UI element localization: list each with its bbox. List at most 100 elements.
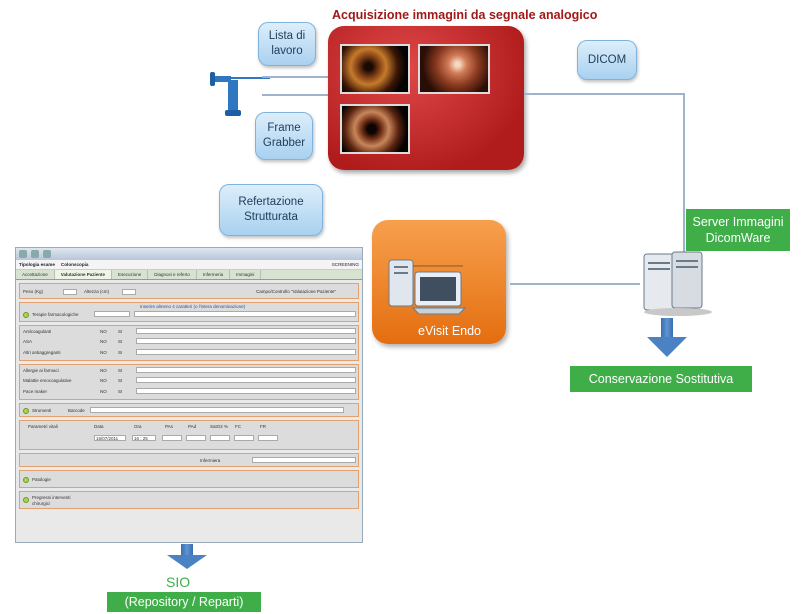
connector-server-vertical xyxy=(683,93,685,253)
time-field[interactable] xyxy=(132,435,156,441)
status-dot-icon xyxy=(23,497,29,503)
status-dot-icon xyxy=(23,477,29,483)
no-option[interactable]: NO xyxy=(100,368,107,373)
connector-endoscope-frame xyxy=(262,94,328,96)
no-option[interactable]: NO xyxy=(100,329,107,334)
date-value: 15/07/2011 xyxy=(96,436,119,441)
altri-field[interactable] xyxy=(136,349,356,355)
fr-field[interactable] xyxy=(258,435,278,441)
section-anticoagulanti: Anticoagulanti NO SI ASA NO SI Altri ant… xyxy=(19,325,359,361)
si-option[interactable]: SI xyxy=(118,368,123,373)
pregressi-label-2: chirurgici xyxy=(32,501,51,506)
ora-label: Ora xyxy=(134,424,142,429)
status-dot-icon xyxy=(23,408,29,414)
diagram-title: Acquisizione immagini da segnale analogi… xyxy=(332,8,598,22)
fc-field[interactable] xyxy=(234,435,254,441)
connector-red-server xyxy=(524,93,684,95)
pregressi-label-1: Pregressi interventi xyxy=(32,495,71,500)
no-option[interactable]: NO xyxy=(100,339,107,344)
endoscopy-image-3 xyxy=(340,104,410,154)
repository-label: (Repository / Reparti) xyxy=(107,592,261,612)
peso-field[interactable] xyxy=(63,289,77,295)
asa-field[interactable] xyxy=(136,338,356,344)
endoscopy-image-2 xyxy=(418,44,490,94)
toolbar-button-icon[interactable] xyxy=(43,250,51,258)
form-tabs: Accettazione Valutazione Paziente Esecuz… xyxy=(16,270,362,280)
pace-label: Pace maker xyxy=(23,389,48,394)
sio-label: SIO xyxy=(166,574,191,590)
tab-infermeria[interactable]: Infermeria xyxy=(197,270,231,279)
data-label: Data xyxy=(94,424,104,429)
malattie-label: Malattie emocoagulative xyxy=(23,378,72,383)
workstation-icon xyxy=(388,259,467,315)
bubble-refertazione: Refertazione Strutturata xyxy=(219,184,323,236)
param-pad-label: PAd xyxy=(188,424,197,429)
param-fc-label: FC xyxy=(235,424,241,429)
section-patologie: Patologie xyxy=(19,470,359,488)
pad-field[interactable] xyxy=(186,435,206,441)
bubble-lista-di-lavoro: Lista di lavoro xyxy=(258,22,316,66)
tipologia-label: Tipologia esame xyxy=(19,262,55,267)
barcode-field[interactable] xyxy=(90,407,344,413)
screening-label[interactable]: SCREENING xyxy=(331,262,359,267)
param-sato2-label: SatO2 % xyxy=(210,424,229,429)
server-icon xyxy=(643,251,712,316)
si-option[interactable]: SI xyxy=(118,350,123,355)
section-peso: Peso (Kg) Altezza (cm) Campo/Controllo "… xyxy=(19,283,359,299)
si-option[interactable]: SI xyxy=(118,339,123,344)
malattie-field[interactable] xyxy=(136,377,356,383)
status-dot-icon xyxy=(23,312,29,318)
infermiera-field[interactable] xyxy=(252,457,356,463)
pas-field[interactable] xyxy=(162,435,182,441)
infermiera-label: Infermiera xyxy=(200,458,221,463)
toolbar-button-icon[interactable] xyxy=(19,250,27,258)
date-field[interactable] xyxy=(94,435,126,441)
si-option[interactable]: SI xyxy=(118,329,123,334)
tab-valutazione-paziente[interactable]: Valutazione Paziente xyxy=(54,270,113,279)
terapie-code-field[interactable] xyxy=(94,311,130,317)
toolbar-button-icon[interactable] xyxy=(31,250,39,258)
connector-endoscope-lista xyxy=(262,76,328,78)
tab-diagnosi[interactable]: Diagnosi e referto xyxy=(148,270,197,279)
section-pregressi: Pregressi interventi chirurgici xyxy=(19,491,359,509)
time-value: 16 : 25 xyxy=(134,436,148,441)
anticoagulanti-label: Anticoagulanti xyxy=(23,329,52,334)
param-pas-label: PAs xyxy=(165,424,173,429)
section-allergie: Allergie ai farmaci NO SI Malattie emoco… xyxy=(19,364,359,400)
peso-label: Peso (Kg) xyxy=(23,289,44,294)
section-strumenti: Strumenti Barcode xyxy=(19,403,359,417)
anticoagulanti-field[interactable] xyxy=(136,328,356,334)
form-header-row: Tipologia esame Colonscopia SCREENING xyxy=(16,260,362,270)
no-option[interactable]: NO xyxy=(100,350,107,355)
campo-controllo-label: Campo/Controllo "Valutazione Paziente" xyxy=(256,289,337,294)
arrow-stem-conservazione xyxy=(661,318,673,338)
allergie-field[interactable] xyxy=(136,367,356,373)
conservazione-label: Conservazione Sostitutiva xyxy=(570,366,752,392)
arrow-down-sio-icon xyxy=(167,555,207,569)
evisit-label: eVisit Endo xyxy=(418,324,482,338)
terapie-label: Terapie farmacologiche xyxy=(32,312,79,317)
tab-accettazione[interactable]: Accettazione xyxy=(16,270,55,279)
structured-report-form: Tipologia esame Colonscopia SCREENING Ac… xyxy=(15,247,363,543)
no-option[interactable]: NO xyxy=(100,389,107,394)
strumenti-label: Strumenti xyxy=(32,408,52,413)
tab-immagini[interactable]: Immagini xyxy=(230,270,262,279)
allergie-label: Allergie ai farmaci xyxy=(23,368,59,373)
no-option[interactable]: NO xyxy=(100,378,107,383)
tab-esecuzione[interactable]: Esecuzione xyxy=(112,270,149,279)
altezza-label: Altezza (cm) xyxy=(84,289,110,294)
section-parametri: Parametri vitali Data Ora PAs PAd SatO2 … xyxy=(19,420,359,450)
barcode-label: Barcode xyxy=(68,408,85,413)
tipologia-value[interactable]: Colonscopia xyxy=(60,262,89,267)
sato2-field[interactable] xyxy=(210,435,230,441)
altezza-field[interactable] xyxy=(122,289,136,295)
hint-text: Inserire almeno 4 caratteri (o l'intera … xyxy=(140,304,246,309)
terapie-field[interactable] xyxy=(134,311,356,317)
param-fr-label: FR xyxy=(260,424,266,429)
si-option[interactable]: SI xyxy=(118,389,123,394)
si-option[interactable]: SI xyxy=(118,378,123,383)
pace-field[interactable] xyxy=(136,388,356,394)
form-toolbar xyxy=(16,248,362,260)
patologie-label: Patologie xyxy=(32,477,51,482)
section-terapie: Inserire almeno 4 caratteri (o l'intera … xyxy=(19,302,359,322)
